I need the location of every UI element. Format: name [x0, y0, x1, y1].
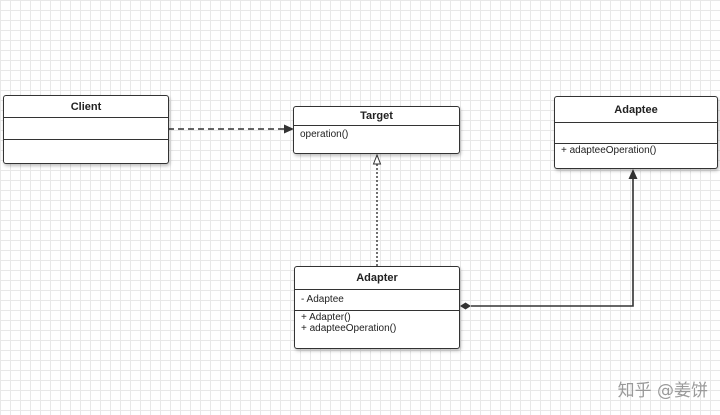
adapter-class-name: Adapter: [295, 267, 459, 290]
adapter-adaptee-composition-line: [471, 178, 634, 307]
client-target-arrowhead: [284, 124, 294, 134]
adapter-operation: + adapteeOperation(): [301, 323, 397, 334]
adapter-constructor: + Adapter(): [301, 312, 351, 323]
adaptee-operation: + adapteeOperation(): [561, 145, 657, 156]
adapter-class[interactable]: Adapter - Adaptee + Adapter() + adapteeO…: [294, 266, 460, 349]
client-class-name: Client: [4, 96, 168, 118]
target-operation: operation(): [300, 129, 349, 140]
composition-diamond: [460, 302, 471, 310]
target-operations-section: operation(): [294, 126, 459, 153]
adaptee-arrowhead: [628, 169, 638, 179]
adapter-attribute: - Adaptee: [301, 294, 344, 305]
adaptee-operations-section: + adapteeOperation(): [555, 143, 717, 168]
realization-triangle-head: [372, 153, 382, 165]
client-class[interactable]: Client: [3, 95, 169, 164]
adapter-operations-section: + Adapter() + adapteeOperation(): [295, 310, 459, 348]
adaptee-attributes-section: [555, 123, 717, 143]
target-class[interactable]: Target operation(): [293, 106, 460, 154]
zhihu-watermark: 知乎 @姜饼: [617, 381, 708, 401]
adapter-attributes-section: - Adaptee: [295, 290, 459, 310]
client-operations-section: [4, 139, 168, 163]
adaptee-class[interactable]: Adaptee + adapteeOperation(): [554, 96, 718, 169]
adaptee-class-name: Adaptee: [555, 97, 717, 123]
target-class-name: Target: [294, 107, 459, 126]
client-attributes-section: [4, 118, 168, 139]
